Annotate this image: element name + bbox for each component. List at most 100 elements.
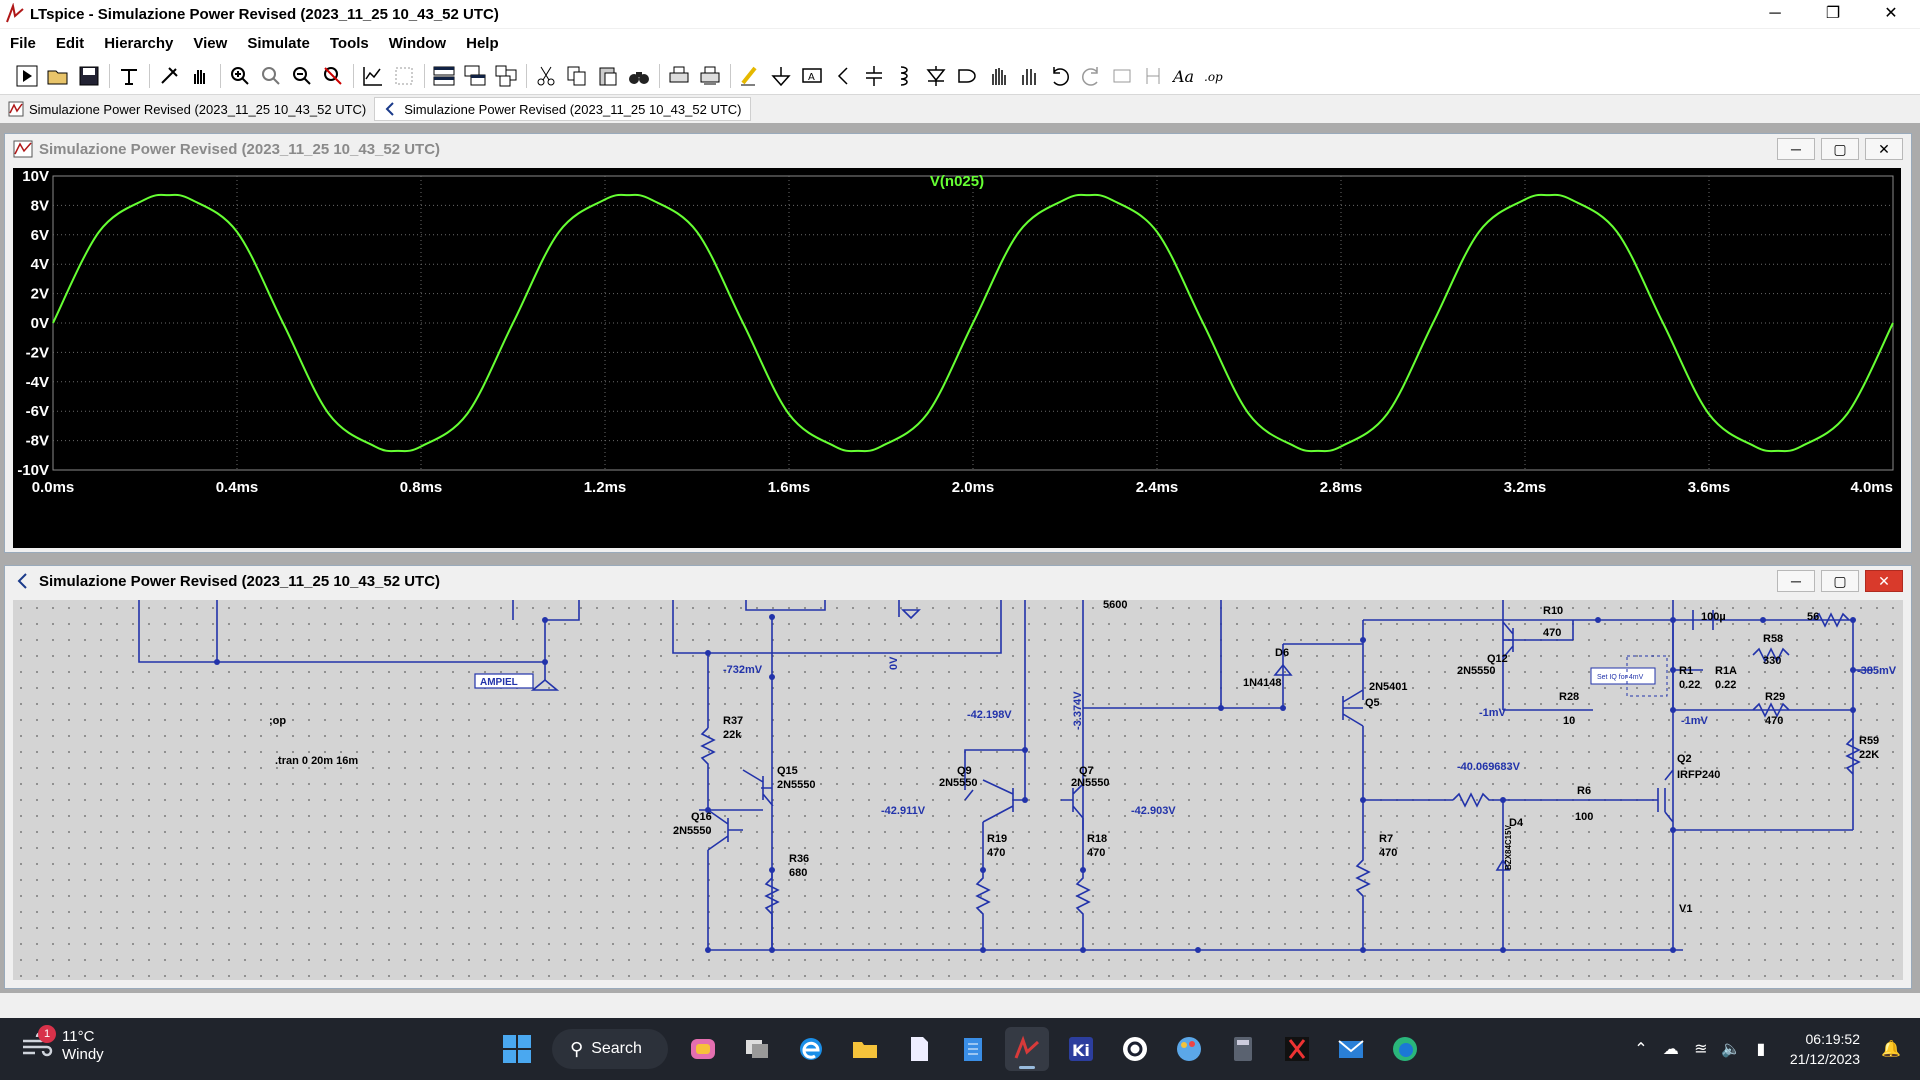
r10-ref: R10 bbox=[1543, 605, 1563, 617]
taskbar-search[interactable]: ⚲ Search bbox=[552, 1029, 668, 1069]
restore-button[interactable]: ❐ bbox=[1825, 5, 1841, 22]
cascade-icon[interactable] bbox=[460, 61, 490, 91]
iq-note-box[interactable] bbox=[1590, 667, 1656, 685]
autorange-icon[interactable] bbox=[358, 61, 388, 91]
cut-icon[interactable] bbox=[531, 61, 561, 91]
schematic-window-titlebar[interactable]: Simulazione Power Revised (2023_11_25 10… bbox=[5, 566, 1911, 596]
wifi-icon[interactable]: ≊ bbox=[1694, 1041, 1708, 1058]
ground-icon[interactable] bbox=[766, 61, 796, 91]
halt-icon[interactable] bbox=[154, 61, 184, 91]
search-icon: ⚲ bbox=[570, 1038, 584, 1059]
calculator-icon[interactable] bbox=[1221, 1027, 1265, 1071]
run-icon[interactable] bbox=[12, 61, 42, 91]
node-label: 0V bbox=[888, 656, 900, 670]
volume-icon[interactable]: 🔈 bbox=[1720, 1041, 1741, 1058]
mail-icon[interactable] bbox=[1329, 1027, 1373, 1071]
y-tick-label: -2V bbox=[26, 344, 49, 361]
schematic-close-button[interactable]: ✕ bbox=[1865, 570, 1903, 592]
menu-file[interactable]: File bbox=[10, 34, 36, 52]
schematic-minimize-button[interactable]: ─ bbox=[1777, 570, 1815, 592]
waveform-tab-icon bbox=[8, 101, 24, 117]
waveform-close-button[interactable]: ✕ bbox=[1865, 138, 1903, 160]
component-icon[interactable] bbox=[952, 61, 982, 91]
spice-directive[interactable]: .tran 0 20m 16m bbox=[275, 755, 358, 767]
tab-waveform[interactable]: Simulazione Power Revised (2023_11_25 10… bbox=[0, 97, 374, 121]
menu-window[interactable]: Window bbox=[388, 34, 447, 52]
menu-help[interactable]: Help bbox=[466, 34, 499, 52]
notifications-icon[interactable]: 🔔 bbox=[1881, 1041, 1901, 1058]
drag-icon[interactable] bbox=[1014, 61, 1044, 91]
save-icon[interactable] bbox=[74, 61, 104, 91]
zoom-out-icon[interactable] bbox=[287, 61, 317, 91]
pan-icon[interactable] bbox=[185, 61, 215, 91]
q12-ref: Q12 bbox=[1487, 653, 1508, 665]
inductor-icon[interactable] bbox=[890, 61, 920, 91]
menu-simulate[interactable]: Simulate bbox=[247, 34, 310, 52]
find-icon[interactable] bbox=[624, 61, 654, 91]
undo-icon[interactable] bbox=[1045, 61, 1075, 91]
draw-wire-icon[interactable] bbox=[735, 61, 765, 91]
label-net-icon[interactable]: A bbox=[797, 61, 827, 91]
print-icon[interactable] bbox=[664, 61, 694, 91]
paste-icon[interactable] bbox=[593, 61, 623, 91]
task-view-icon[interactable] bbox=[735, 1027, 779, 1071]
open-icon[interactable] bbox=[43, 61, 73, 91]
waveform-maximize-button[interactable]: ▢ bbox=[1821, 138, 1859, 160]
onedrive-icon[interactable]: ☁ bbox=[1662, 1041, 1679, 1058]
qobuz-icon[interactable] bbox=[1113, 1027, 1157, 1071]
zoom-cancel-icon[interactable] bbox=[318, 61, 348, 91]
net-label-box[interactable] bbox=[474, 673, 534, 689]
zoom-full-icon[interactable] bbox=[389, 61, 419, 91]
battery-icon[interactable]: ▮ bbox=[1756, 1041, 1766, 1058]
redo-icon[interactable] bbox=[1076, 61, 1106, 91]
x-tick-label: 2.8ms bbox=[1320, 479, 1363, 496]
xcircuit-icon[interactable] bbox=[1275, 1027, 1319, 1071]
start-button[interactable] bbox=[495, 1027, 539, 1071]
ltspice-icon[interactable] bbox=[1005, 1027, 1049, 1071]
zoom-area-icon[interactable] bbox=[256, 61, 286, 91]
diode-icon[interactable] bbox=[921, 61, 951, 91]
close-button[interactable]: ✕ bbox=[1884, 5, 1898, 22]
move-icon[interactable] bbox=[983, 61, 1013, 91]
r59-ref: R59 bbox=[1859, 735, 1879, 747]
tab-schematic[interactable]: Simulazione Power Revised (2023_11_25 10… bbox=[374, 97, 751, 121]
spice-directive-icon[interactable]: .op bbox=[1200, 61, 1230, 91]
menu-edit[interactable]: Edit bbox=[55, 34, 85, 52]
notes-icon[interactable] bbox=[951, 1027, 995, 1071]
schematic-drawing[interactable]: R37 22k Q15 2N5550 Q16 2N5550 R36 680 Q9… bbox=[13, 600, 1903, 980]
resistor-icon[interactable] bbox=[828, 61, 858, 91]
tile-vertical-icon[interactable] bbox=[491, 61, 521, 91]
x-tick-label: 0.0ms bbox=[32, 479, 75, 496]
paint-icon[interactable] bbox=[1167, 1027, 1211, 1071]
capacitor-icon[interactable] bbox=[859, 61, 889, 91]
rotate-icon[interactable] bbox=[1107, 61, 1137, 91]
tile-horizontal-icon[interactable] bbox=[429, 61, 459, 91]
edge-legacy-icon[interactable] bbox=[789, 1027, 833, 1071]
schematic-maximize-button[interactable]: ▢ bbox=[1821, 570, 1859, 592]
chevron-up-icon[interactable]: ⌃ bbox=[1634, 1041, 1648, 1058]
schematic-canvas[interactable]: R37 22k Q15 2N5550 Q16 2N5550 R36 680 Q9… bbox=[13, 600, 1903, 980]
minimize-button[interactable]: ─ bbox=[1769, 5, 1781, 22]
menu-view[interactable]: View bbox=[193, 34, 228, 52]
waveform-minimize-button[interactable]: ─ bbox=[1777, 138, 1815, 160]
waveform-window-titlebar[interactable]: Simulazione Power Revised (2023_11_25 10… bbox=[5, 134, 1911, 164]
clock[interactable]: 06:19:52 21/12/2023 bbox=[1790, 1029, 1860, 1069]
zoom-in-icon[interactable] bbox=[225, 61, 255, 91]
mirror-icon[interactable] bbox=[1138, 61, 1168, 91]
spice-directive[interactable]: ;op bbox=[269, 715, 286, 727]
copilot-icon[interactable] bbox=[681, 1027, 725, 1071]
text-icon[interactable]: Aa bbox=[1169, 61, 1199, 91]
menu-hierarchy[interactable]: Hierarchy bbox=[104, 34, 174, 52]
edge-icon[interactable] bbox=[1383, 1027, 1427, 1071]
kicad-icon[interactable]: Ki bbox=[1059, 1027, 1103, 1071]
copy-icon[interactable] bbox=[562, 61, 592, 91]
file-explorer-icon[interactable] bbox=[843, 1027, 887, 1071]
r-top-right-value: 56 bbox=[1807, 611, 1819, 623]
notepad-icon[interactable] bbox=[897, 1027, 941, 1071]
print-preview-icon[interactable] bbox=[695, 61, 725, 91]
control-panel-icon[interactable] bbox=[114, 61, 144, 91]
menu-tools[interactable]: Tools bbox=[329, 34, 369, 52]
weather-widget[interactable]: 1 11°C Windy bbox=[20, 1025, 104, 1064]
